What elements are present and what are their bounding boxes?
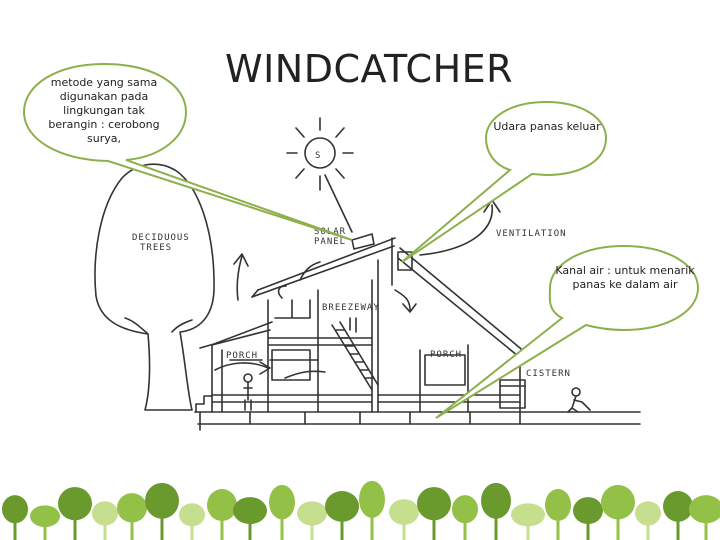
decorative-tree: [545, 489, 571, 540]
callout-1-text: metode yang sama digunakan pada lingkung…: [48, 76, 160, 145]
decorative-tree: [359, 480, 385, 540]
label-trees: TREES: [140, 243, 172, 253]
decorative-tree: [92, 501, 118, 540]
left-roof: [199, 321, 273, 349]
decorative-tree-row: [2, 480, 720, 540]
decorative-tree: [689, 495, 720, 540]
decorative-tree: [635, 501, 661, 540]
label-cistern: CISTERN: [526, 369, 571, 379]
solar-panel: [351, 233, 375, 250]
decorative-tree: [145, 482, 179, 540]
label-breezeway: BREEZEWAY: [322, 303, 380, 313]
decorative-tree: [452, 495, 478, 540]
label-porch-right: PORCH: [430, 350, 462, 360]
callout-2-text: Udara panas keluar: [493, 120, 601, 133]
decorative-tree: [481, 482, 511, 540]
decorative-tree: [30, 505, 60, 540]
slide-title: WINDCATCHER: [225, 47, 514, 91]
label-panel: PANEL: [314, 237, 346, 247]
label-deciduous: DECIDUOUS: [132, 233, 190, 243]
decorative-tree: [233, 497, 267, 540]
decorative-tree: [269, 484, 295, 540]
decorative-tree: [325, 491, 359, 540]
decorative-tree: [58, 486, 92, 540]
cistern-tank: [499, 379, 526, 409]
ventilation-arrow: [419, 204, 493, 256]
decorative-tree: [601, 484, 635, 540]
decorative-tree: [297, 501, 327, 540]
callout-3-text: Kanal air : untuk menarik panas ke dalam…: [555, 264, 695, 291]
decorative-tree: [417, 486, 451, 540]
decorative-tree: [663, 491, 693, 540]
decorative-tree: [2, 495, 28, 540]
decorative-tree: [117, 493, 147, 540]
callout-2-balloon: [401, 100, 608, 263]
sun-sketch: [304, 137, 336, 169]
callout-1-balloon: [22, 62, 353, 241]
decorative-tree: [207, 489, 237, 540]
label-ventilation: VENTILATION: [496, 229, 567, 239]
label-porch-left: PORCH: [226, 351, 258, 361]
sun-letter: S: [315, 151, 321, 161]
callout-3-balloon: [435, 244, 700, 419]
decorative-tree: [179, 503, 205, 540]
deciduous-tree-sketch: [94, 163, 215, 411]
decorative-tree: [573, 497, 603, 540]
decorative-tree: [511, 503, 545, 540]
decorative-tree: [389, 499, 419, 540]
